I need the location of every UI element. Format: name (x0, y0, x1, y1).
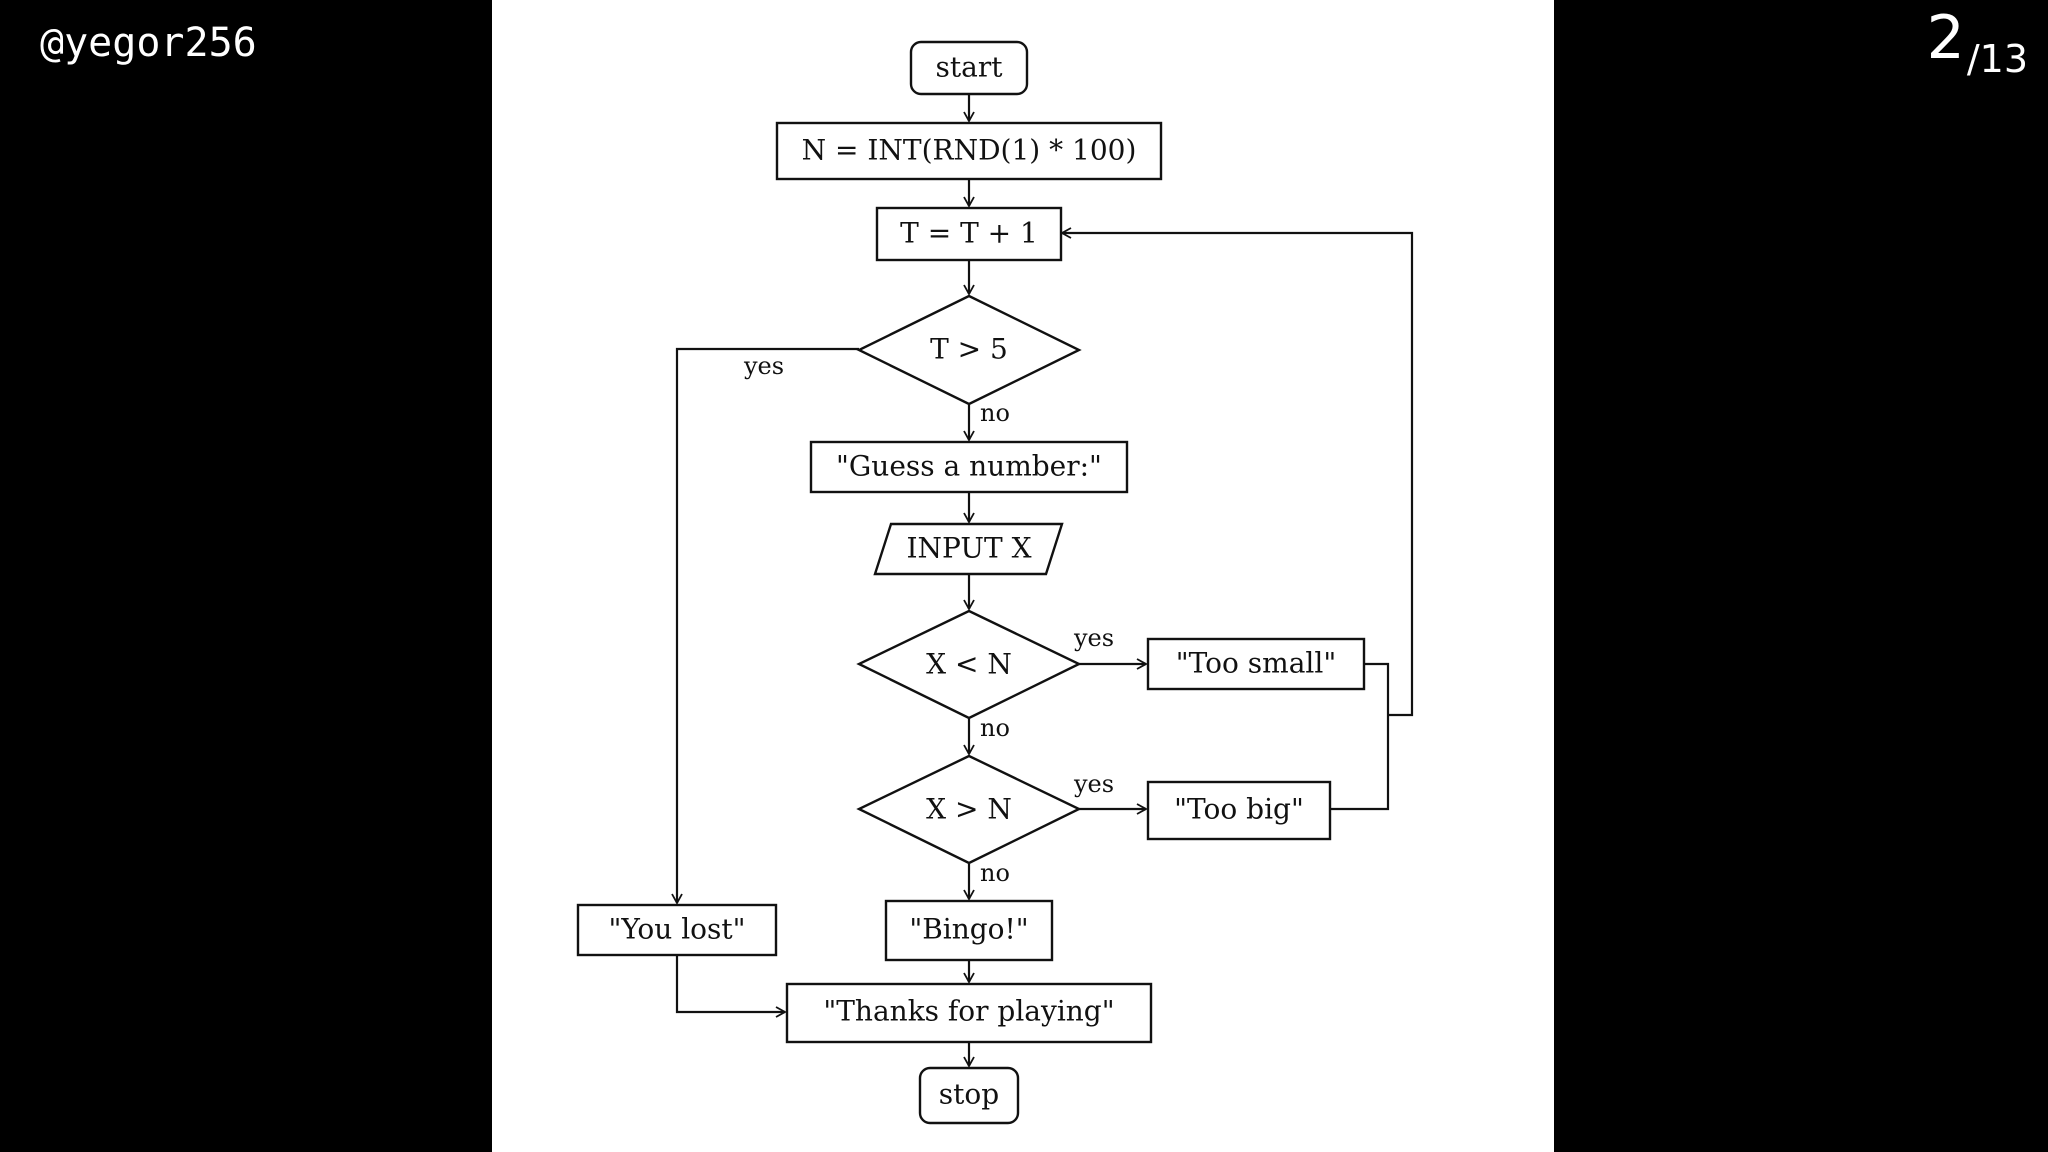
slide: yes no yes no yes no start N = INT(RND(1… (492, 0, 1554, 1152)
page-counter: 2/13 (1927, 6, 2028, 81)
node-prompt: "Guess a number:" (809, 440, 1129, 494)
node-bingo: "Bingo!" (884, 899, 1054, 962)
node-increment-t: T = T + 1 (875, 206, 1063, 262)
node-check-greater-label: X > N (926, 793, 1012, 826)
author-handle: @yegor256 (40, 20, 257, 66)
node-you-lost: "You lost" (576, 903, 778, 957)
node-too-small-label: "Too small" (1176, 647, 1336, 680)
node-input-x-label: INPUT X (906, 532, 1031, 565)
edge-too-big-loop (1330, 715, 1390, 811)
node-start: start (909, 40, 1029, 96)
edge-you-lost-thanks (675, 955, 787, 1018)
node-check-less: X < N (856, 609, 1082, 720)
node-start-label: start (936, 51, 1004, 84)
node-init-n: N = INT(RND(1) * 100) (775, 121, 1163, 181)
node-input-x: INPUT X (873, 522, 1064, 576)
node-check-less-label: X < N (926, 648, 1012, 681)
node-too-small: "Too small" (1146, 637, 1366, 691)
label-greater-yes: yes (1073, 770, 1114, 798)
node-thanks-label: "Thanks for playing" (823, 995, 1114, 1028)
node-stop: stop (918, 1066, 1020, 1125)
node-too-big-label: "Too big" (1174, 793, 1304, 826)
edges (671, 94, 1414, 1068)
node-check-t-label: T > 5 (930, 333, 1008, 366)
label-less-yes: yes (1073, 624, 1114, 652)
page-current: 2 (1926, 3, 1965, 73)
node-too-big: "Too big" (1146, 780, 1332, 841)
node-increment-t-label: T = T + 1 (900, 217, 1038, 250)
node-prompt-label: "Guess a number:" (836, 450, 1102, 483)
flowchart: yes no yes no yes no start N = INT(RND(1… (576, 40, 1414, 1125)
edge-too-small-loop (1364, 662, 1390, 715)
node-you-lost-label: "You lost" (608, 913, 745, 946)
edge-labels: yes no yes no yes no (743, 352, 1114, 887)
label-t-no: no (980, 399, 1010, 427)
edge-loop-back (1060, 227, 1414, 717)
node-stop-label: stop (939, 1078, 999, 1111)
page-total: /13 (1966, 37, 2028, 81)
edge-check-t-you-lost (671, 347, 859, 905)
label-greater-no: no (980, 859, 1010, 887)
label-t-yes: yes (743, 352, 784, 380)
label-less-no: no (980, 714, 1010, 742)
node-check-t: T > 5 (856, 294, 1082, 406)
node-bingo-label: "Bingo!" (909, 913, 1028, 946)
node-init-n-label: N = INT(RND(1) * 100) (802, 134, 1137, 167)
node-check-greater: X > N (856, 754, 1082, 865)
node-thanks: "Thanks for playing" (785, 982, 1153, 1044)
